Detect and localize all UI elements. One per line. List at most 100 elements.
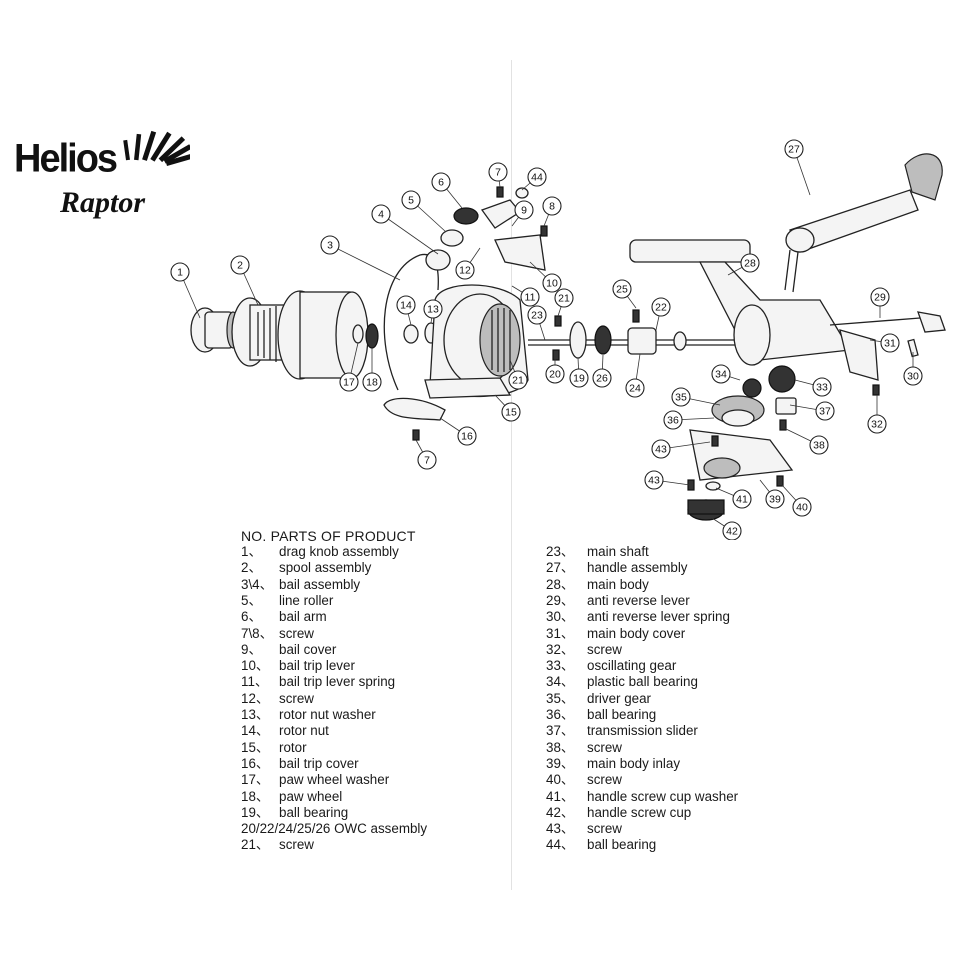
callout-number: 14 — [400, 300, 412, 312]
part-number: 40、 — [546, 772, 575, 788]
callout-circle — [880, 333, 900, 353]
part-number: 15、 — [241, 739, 270, 755]
callout-7: 7 — [488, 162, 508, 182]
handle-drawing — [784, 153, 943, 293]
callout-17: 17 — [339, 372, 359, 392]
part-name: bail trip lever — [279, 658, 355, 674]
callout-circle — [423, 299, 443, 319]
callout-number: 4 — [378, 209, 384, 221]
part-name: screw — [587, 772, 622, 788]
callout-number: 37 — [819, 406, 831, 418]
callout-number: 19 — [573, 373, 585, 385]
part-name: drag knob assembly — [279, 544, 399, 559]
callout-7: 7 — [417, 450, 437, 470]
part-name: OWC assembly — [334, 821, 428, 837]
callout-number: 11 — [525, 292, 536, 304]
part-name: screw — [587, 739, 622, 755]
part-number: 14、 — [241, 723, 270, 739]
part-number: 41、 — [546, 788, 575, 804]
callout-number: 41 — [736, 494, 748, 506]
part-number: 12、 — [241, 690, 270, 706]
callout-circle — [651, 439, 671, 459]
callout-41: 41 — [732, 489, 752, 509]
callout-number: 24 — [629, 383, 641, 395]
callout-number: 17 — [343, 377, 355, 389]
callout-26: 26 — [592, 368, 612, 388]
callout-circle — [542, 196, 562, 216]
parts-list: NO. PARTS OF PRODUCT 1、drag knob assembl… — [0, 528, 970, 868]
part-name: paw wheel — [279, 788, 343, 804]
part-name: transmission slider — [587, 723, 698, 739]
part-name: anti reverse lever — [587, 592, 690, 608]
callout-34: 34 — [711, 364, 731, 384]
callout-circle — [612, 279, 632, 299]
part-number: 3\4、 — [241, 576, 274, 592]
callout-circle — [765, 489, 785, 509]
callout-21: 21 — [554, 288, 574, 308]
part-name: main body cover — [587, 625, 686, 641]
callout-circle — [592, 368, 612, 388]
callout-circle — [455, 260, 475, 280]
brand-logo: Helios Raptor — [14, 118, 190, 228]
callout-number: 3 — [327, 240, 333, 252]
part-name: line roller — [279, 592, 334, 608]
callout-circle — [501, 402, 521, 422]
part-name: driver gear — [587, 690, 652, 706]
part-number: 38、 — [546, 739, 575, 755]
callout-number: 38 — [813, 440, 825, 452]
callout-2: 2 — [230, 255, 250, 275]
exploded-view-diagram: 1234567448912101121252223141317182019262… — [170, 139, 946, 540]
callout-circle — [722, 521, 742, 540]
part-number: 36、 — [546, 707, 575, 722]
callout-5: 5 — [401, 190, 421, 210]
callout-number: 27 — [788, 144, 800, 156]
callout-8: 8 — [542, 196, 562, 216]
callout-circle — [488, 162, 508, 182]
callout-number: 34 — [715, 369, 727, 381]
callout-number: 30 — [907, 371, 919, 383]
callout-circle — [812, 377, 832, 397]
callout-circle — [784, 139, 804, 159]
callout-29: 29 — [870, 287, 890, 307]
callout-circle — [740, 253, 760, 273]
callout-number: 42 — [726, 526, 738, 538]
callout-number: 12 — [459, 265, 471, 277]
callout-21: 21 — [508, 370, 528, 390]
part-name: bail assembly — [279, 576, 361, 592]
logo-brand-text: Helios — [14, 136, 118, 182]
callout-circle — [815, 401, 835, 421]
callout-number: 33 — [816, 382, 828, 394]
part-number: 28、 — [546, 576, 575, 592]
part-name: main body — [587, 576, 649, 592]
callout-43: 43 — [644, 470, 664, 490]
callout-40: 40 — [792, 497, 812, 517]
part-number: 27、 — [546, 560, 575, 576]
part-name: screw — [279, 837, 314, 853]
part-number: 10、 — [241, 658, 270, 674]
callout-circle — [903, 366, 923, 386]
part-name: ball bearing — [587, 837, 657, 853]
callout-circle — [339, 372, 359, 392]
callout-11: 11 — [520, 287, 540, 307]
callout-43: 43 — [651, 439, 671, 459]
callout-circle — [320, 235, 340, 255]
callout-number: 40 — [796, 502, 808, 514]
callout-circle — [371, 204, 391, 224]
callout-number: 10 — [546, 278, 558, 290]
callout-1: 1 — [170, 262, 190, 282]
callout-number: 28 — [744, 258, 756, 270]
callout-circle — [527, 305, 547, 325]
callout-circle — [809, 435, 829, 455]
logo-model-text: Raptor — [60, 186, 146, 219]
callout-number: 43 — [655, 444, 667, 456]
part-name: screw — [279, 625, 314, 641]
part-number: 7\8、 — [241, 625, 274, 641]
callout-circle — [170, 262, 190, 282]
callout-number: 31 — [884, 338, 896, 350]
part-number: 11、 — [241, 674, 269, 690]
part-number: 1、 — [241, 544, 262, 559]
callout-circle — [867, 414, 887, 434]
callout-circle — [396, 295, 416, 315]
part-number: 17、 — [241, 772, 270, 788]
callout-number: 18 — [366, 377, 378, 389]
